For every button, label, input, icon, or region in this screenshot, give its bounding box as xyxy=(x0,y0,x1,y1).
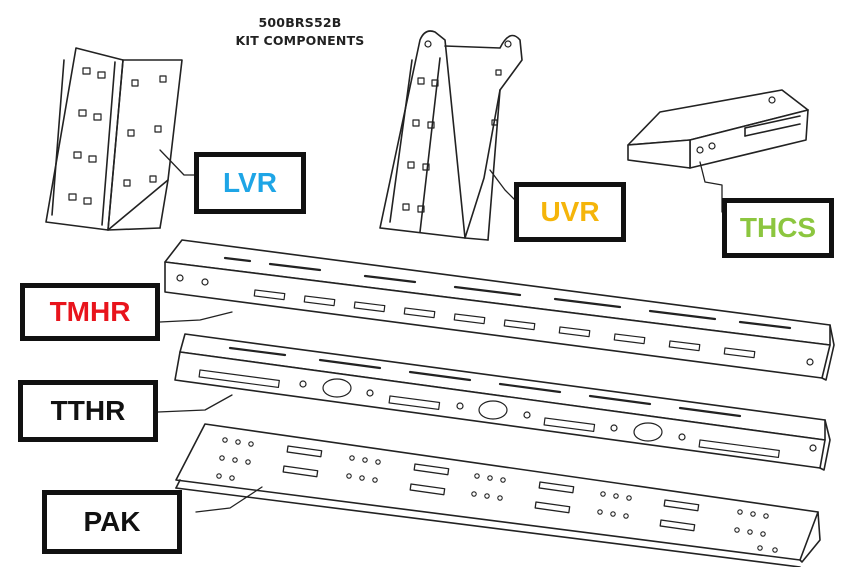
tmhr-label: TMHR xyxy=(20,283,160,341)
thcs-part xyxy=(627,89,809,213)
tthr-part xyxy=(157,333,831,471)
lvr-label-text: LVR xyxy=(223,167,277,198)
tmhr-part xyxy=(159,239,835,381)
lvr-label: LVR xyxy=(194,152,306,214)
title-kit-components: KIT COMPONENTS xyxy=(235,33,365,48)
tmhr-label-text: TMHR xyxy=(49,296,131,327)
lvr-part xyxy=(45,47,196,231)
uvr-label-text: UVR xyxy=(540,196,600,227)
pak-part xyxy=(175,423,821,567)
uvr-label: UVR xyxy=(514,182,626,242)
title-part-number: 500BRS52B xyxy=(258,15,342,30)
thcs-label-text: THCS xyxy=(739,212,817,243)
uvr-part xyxy=(379,30,523,241)
diagram-title: 500BRS52B KIT COMPONENTS xyxy=(205,14,395,50)
thcs-label: THCS xyxy=(722,198,834,258)
tthr-label-text: TTHR xyxy=(50,395,126,426)
pak-label: PAK xyxy=(42,490,182,554)
pak-label-text: PAK xyxy=(83,506,141,537)
tthr-label: TTHR xyxy=(18,380,158,442)
